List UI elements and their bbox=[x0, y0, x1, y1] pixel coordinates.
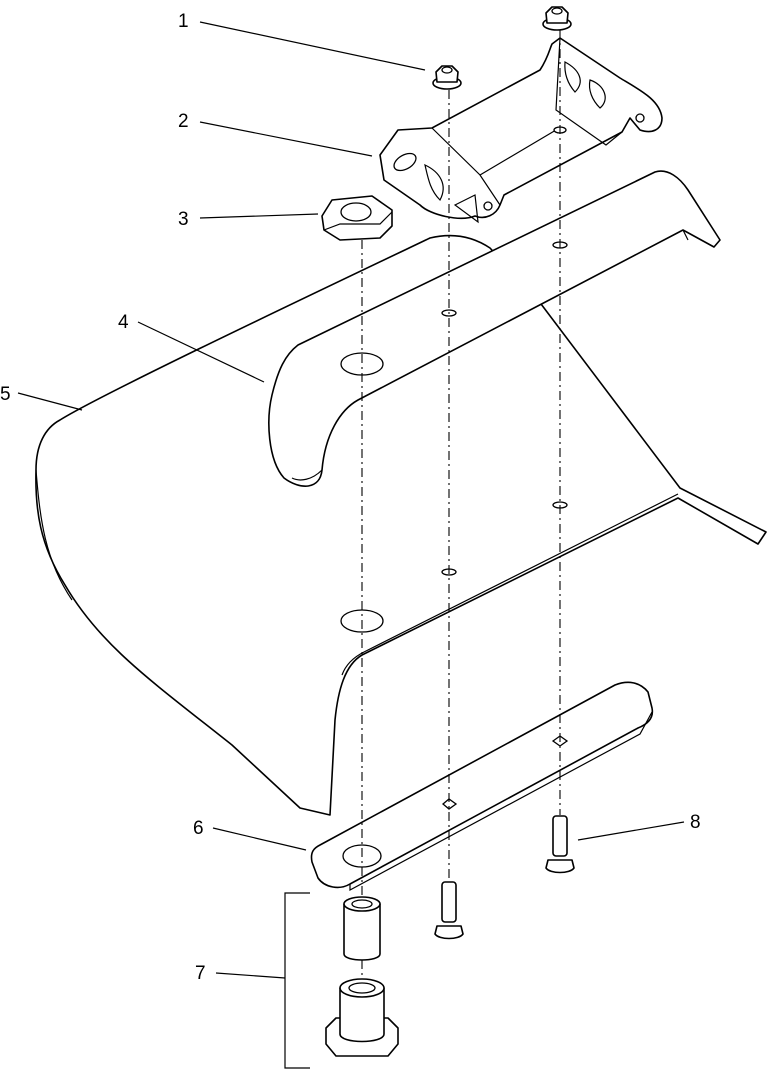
carriage-bolt-right bbox=[545, 815, 575, 874]
hex-nut bbox=[321, 195, 393, 241]
callout-6: 6 bbox=[193, 818, 204, 839]
callout-7-bracket bbox=[284, 892, 310, 1069]
flange-nut-right bbox=[542, 6, 572, 31]
callout-1: 1 bbox=[178, 11, 189, 32]
callout-5: 5 bbox=[0, 384, 11, 405]
bushing bbox=[343, 896, 381, 961]
top-bracket bbox=[379, 37, 663, 224]
deflector-housing bbox=[35, 234, 767, 816]
callout-7: 7 bbox=[195, 963, 206, 984]
callout-4: 4 bbox=[118, 312, 129, 333]
callout-3: 3 bbox=[178, 209, 189, 230]
flanged-sleeve bbox=[325, 978, 399, 1057]
upper-mount-plate bbox=[268, 170, 721, 487]
carriage-bolt-left bbox=[434, 881, 464, 940]
callout-2: 2 bbox=[178, 111, 189, 132]
callout-8: 8 bbox=[690, 812, 701, 833]
callout-labels: 1 2 3 4 5 6 7 8 bbox=[0, 11, 701, 984]
lower-strap bbox=[310, 681, 654, 892]
flange-nut-left bbox=[432, 65, 462, 90]
leader-lines bbox=[17, 21, 685, 979]
